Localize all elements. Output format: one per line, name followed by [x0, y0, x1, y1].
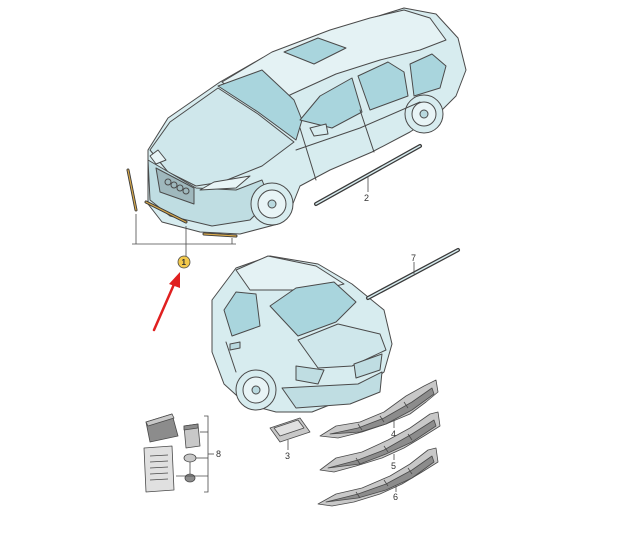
label-part-4: 4 — [391, 429, 396, 439]
front-car-illustration — [147, 7, 467, 235]
side-trim-strip-part-2 — [314, 144, 422, 206]
front-trim-strips-highlighted — [126, 168, 238, 238]
bracket-part-8 — [176, 415, 214, 493]
red-pointer-arrow — [152, 272, 180, 332]
bracket-part-1 — [132, 214, 236, 258]
label-part-6: 6 — [393, 492, 398, 502]
label-part-8: 8 — [216, 449, 221, 459]
label-part-7: 7 — [411, 253, 416, 263]
sill-panel-part-4 — [319, 379, 439, 439]
label-part-5: 5 — [391, 461, 396, 471]
callout-part-1: 1 — [177, 255, 191, 269]
accessory-kit-part-8 — [143, 413, 201, 493]
label-part-3: 3 — [285, 451, 290, 461]
sill-panel-part-6 — [317, 447, 439, 507]
rear-car-illustration — [211, 255, 393, 413]
rear-trim-strip-part-7 — [366, 248, 460, 300]
sill-panel-part-5 — [319, 411, 441, 473]
label-part-1: 1 — [182, 258, 187, 267]
trim-piece-part-3 — [269, 417, 311, 443]
label-part-2: 2 — [364, 193, 369, 203]
